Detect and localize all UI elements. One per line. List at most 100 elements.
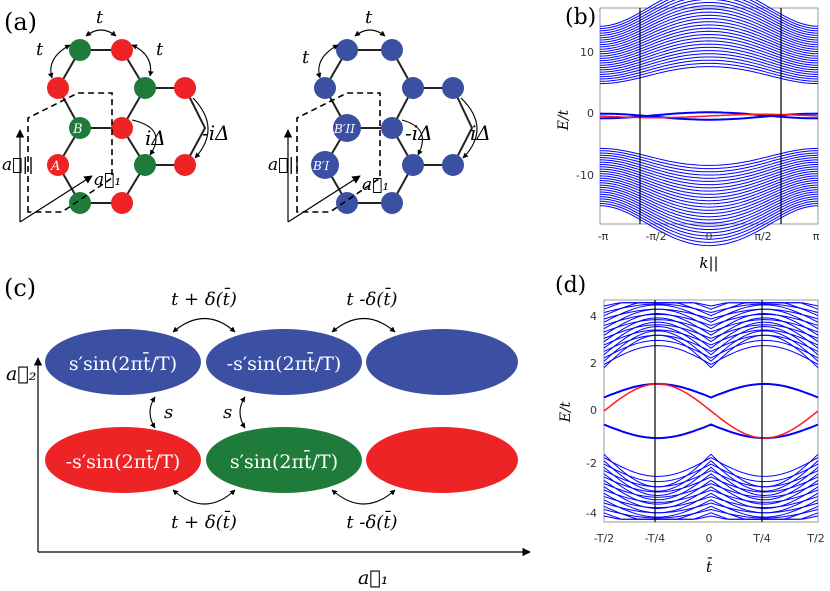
phase-arrow (401, 119, 423, 156)
site-green (69, 192, 91, 214)
site-top-mid (206, 329, 362, 395)
edge-band (603, 382, 819, 399)
plot-d-xtick: -T/2 (594, 532, 614, 545)
hop-t-label: t (96, 7, 104, 28)
site-blue (402, 77, 424, 99)
coupling-s-label: s (164, 402, 173, 423)
hop-arrow (331, 318, 396, 333)
plot-d-ytick: 0 (590, 404, 597, 417)
bulk-band (603, 483, 819, 498)
bulk-band (599, 30, 819, 59)
site-bot-left-label: -s′sin(2πt̄/T) (66, 449, 181, 473)
bulk-band (603, 453, 819, 488)
plot-d-ylabel: E/t (558, 401, 574, 423)
plot-d-bands (603, 302, 819, 520)
hop-arrow (85, 29, 117, 37)
plot-b-xtick: -π/2 (645, 230, 666, 243)
coupling-arrow (149, 396, 156, 429)
site-red (111, 192, 133, 214)
bulk-band (599, 0, 819, 34)
bulk-band (603, 476, 819, 493)
plot-b-ytick: 10 (580, 46, 594, 59)
coupling-s-label: s (223, 402, 232, 423)
vec-a2-label: a⃗₂ (6, 363, 36, 385)
edge-state-red (603, 383, 819, 439)
phase-pos-label: iΔ (145, 126, 166, 150)
bulk-band (603, 321, 819, 349)
bulk-band (599, 200, 819, 240)
panel-c-label: (c) (4, 274, 36, 302)
site-A (47, 154, 69, 176)
panel-d: (d) E/t t̄ 4 2 0 -2 -4 -T/2 -T/4 0 T/4 T… (555, 273, 825, 576)
bulk-band (599, 152, 819, 173)
site-bot-right (366, 427, 518, 493)
plot-b-ylabel: E/t (556, 109, 572, 131)
bulk-band (599, 184, 819, 218)
hop-top-2-label: t -δ(t̄) (346, 286, 397, 310)
bulk-band (603, 492, 819, 514)
bulk-band (599, 193, 819, 230)
phase-neg-label: -iΔ (202, 121, 230, 145)
bulk-band (603, 304, 819, 323)
hop-arrow (172, 489, 236, 505)
hop-t-label: t (302, 47, 310, 68)
bulk-band (600, 43, 818, 68)
site-blue (314, 77, 336, 99)
plot-b-ytick: -10 (576, 169, 594, 182)
site-blue (381, 117, 403, 139)
hop-top-1-label: t + δ(t̄) (171, 286, 237, 310)
vec-a1-left (19, 175, 93, 223)
edge-band (603, 423, 819, 440)
plot-d-xtick: T/4 (752, 532, 770, 545)
bulk-band (603, 334, 819, 352)
bulk-band (603, 330, 819, 362)
bulk-band (599, 177, 819, 208)
bulk-band (599, 62, 819, 82)
bulk-band (600, 50, 818, 73)
plot-b-ytick: 0 (587, 107, 594, 120)
bulk-band (603, 470, 819, 488)
vec-apar-label: a⃗|| (268, 155, 300, 175)
site-top-left-label: s′sin(2πt̄/T) (69, 351, 177, 375)
bulk-band (599, 205, 819, 247)
bulk-band (603, 324, 819, 339)
bulk-band (603, 302, 819, 307)
bulk-band (599, 175, 819, 205)
bulk-band (599, 189, 819, 224)
bulk-band (599, 27, 819, 57)
bulk-band (603, 508, 819, 519)
vec-a1-label: a⃗₁ (362, 175, 389, 195)
bulk-band (603, 313, 819, 326)
bulk-band (600, 157, 818, 179)
bulk-band (600, 46, 818, 71)
bulk-band (603, 329, 819, 346)
plot-b-xtick: π (813, 230, 820, 243)
panel-d-label: (d) (555, 273, 586, 298)
bulk-band (599, 56, 819, 78)
bulk-band (600, 168, 818, 195)
plot-b-xlabel: k|| (699, 254, 718, 272)
phase-neg-label: -iΔ (405, 121, 433, 145)
hop-arrow (131, 44, 154, 77)
bulk-band (599, 66, 819, 85)
site-green (134, 77, 156, 99)
site-red (174, 154, 196, 176)
hop-t-label: t (365, 7, 373, 28)
phase-arrow (192, 97, 209, 159)
panel-b-label: (b) (565, 5, 596, 30)
bulk-band (603, 319, 819, 333)
plot-d-xtick: T/2 (806, 532, 824, 545)
site-red (47, 77, 69, 99)
site-red (111, 39, 133, 61)
site-BI-label: B′I (312, 159, 330, 173)
bulk-band (599, 191, 819, 227)
bulk-band (599, 0, 819, 29)
site-blue (336, 192, 358, 214)
phase-pos-label: iΔ (470, 121, 491, 145)
bulk-band (603, 334, 819, 369)
bulk-band (603, 466, 819, 497)
bulk-band (599, 182, 819, 215)
hop-arrow (47, 44, 71, 79)
bulk-band (599, 198, 819, 237)
